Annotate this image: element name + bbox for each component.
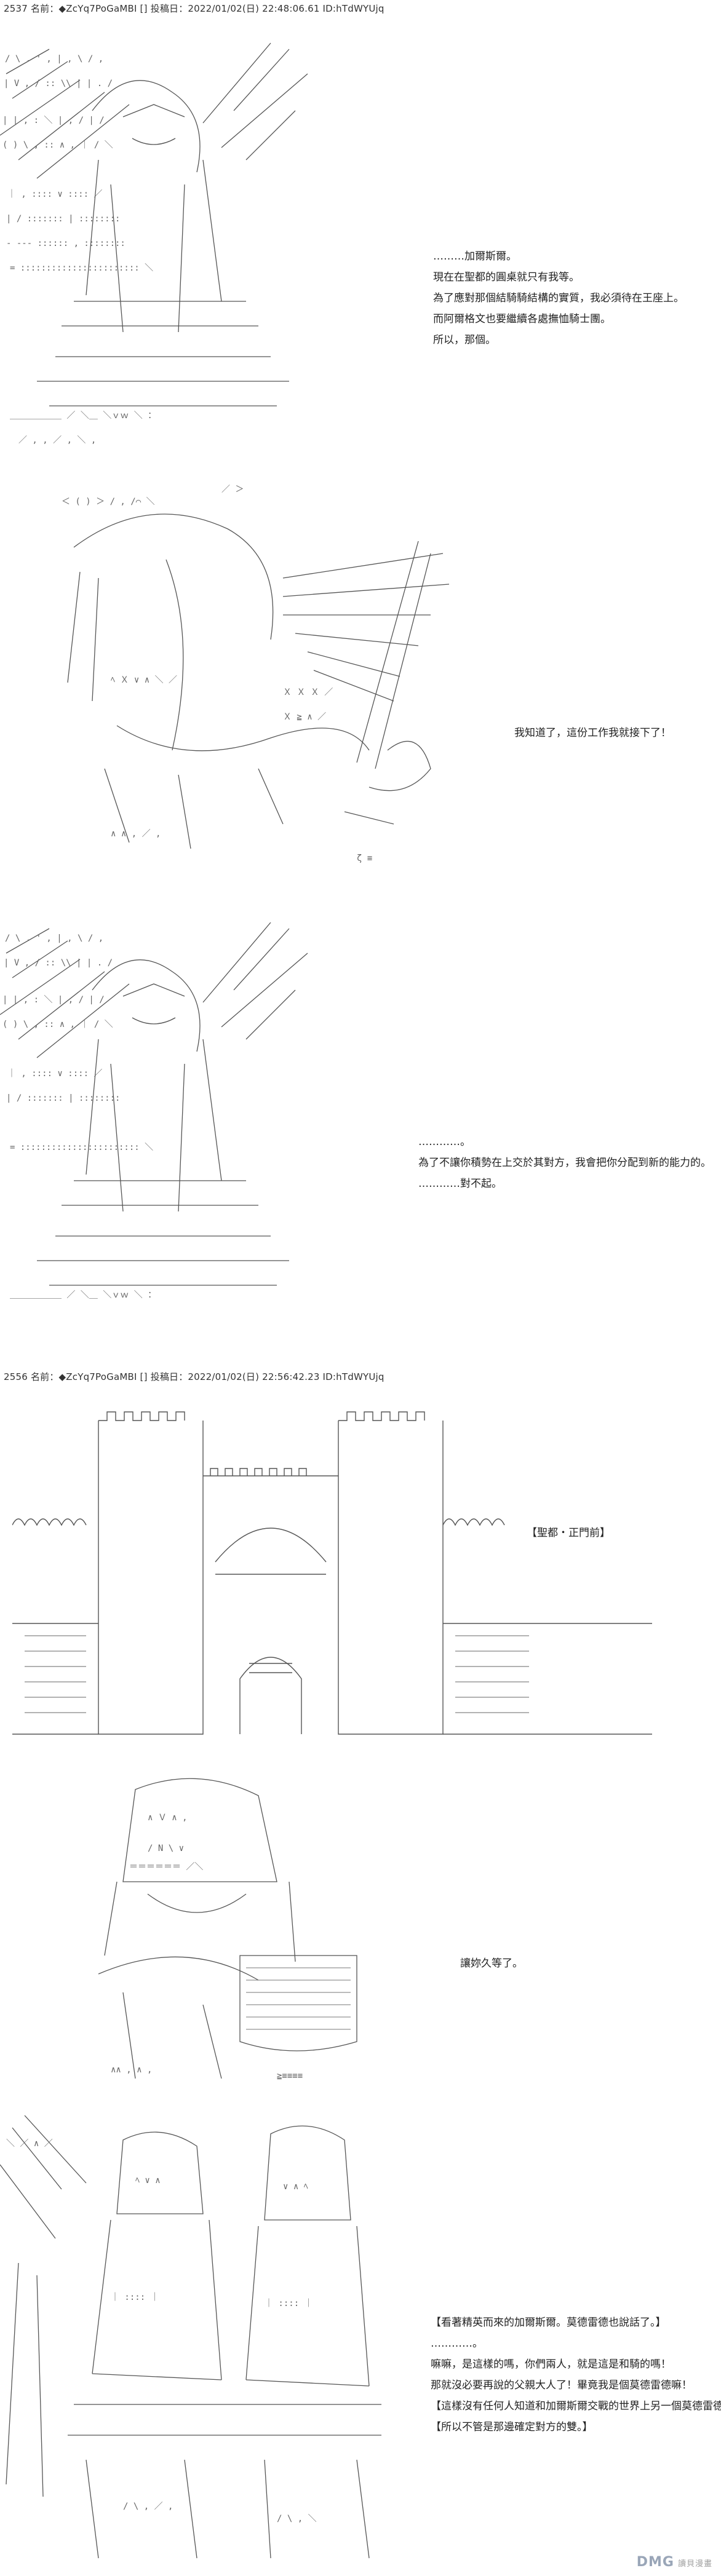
ascii-art-king-figure-2-drawing: / \ . ' , | , \ / , | V , / :: \\ | | . … xyxy=(0,922,308,1300)
post-header: 2556 名前：◆ZcYq7PoGaMBI [] 投稿日：2022/01/02(… xyxy=(4,1371,384,1382)
svg-text:／ , , ／ , ＼ ,: ／ , , ／ , ＼ , xyxy=(18,435,96,445)
dialog-line: 為了不讓你積勢在上交於其對方，我會把你分配到新的能力的。 xyxy=(418,1157,711,1169)
svg-text:/ \ . ' , | , \ / ,: / \ . ' , | , \ / , xyxy=(5,54,103,64)
svg-text:= ::::::::::::::::::::::: ＼: = ::::::::::::::::::::::: ＼ xyxy=(10,1143,153,1152)
ascii-art-two-knights: ＼ ／ ∧ ／ ﾍ ∨ ∧ ∨ ∧ ﾍ ｜ :::: ｜ ｜ :::: ｜ / … xyxy=(0,2115,394,2570)
svg-text:= ::::::::::::::::::::::: ＼: = ::::::::::::::::::::::: ＼ xyxy=(10,263,153,273)
dialog-line: ………加爾斯爾。 xyxy=(433,250,517,263)
post-header: 2537 名前：◆ZcYq7PoGaMBI [] 投稿日：2022/01/02(… xyxy=(4,3,384,14)
dialog-line: 那就沒必要再說的父親大人了！畢竟我是個莫德雷德嘛！ xyxy=(431,2379,692,2392)
svg-text:＜ ( ) ＞ / , /⌒ ＼: ＜ ( ) ＞ / , /⌒ ＼ xyxy=(62,497,155,507)
svg-text:｜ :::: ｜: ｜ :::: ｜ xyxy=(111,2293,159,2302)
svg-text:ﾍ Ｘ ∨ ∧ ＼ ／: ﾍ Ｘ ∨ ∧ ＼ ／ xyxy=(111,675,177,685)
watermark-subtext: 讀貝漫畫 xyxy=(677,2559,712,2569)
dialog-line: …………。 xyxy=(418,1136,471,1148)
svg-text:Ｘ Ｘ Ｘ ／: Ｘ Ｘ Ｘ ／ xyxy=(283,688,333,697)
scene6-dialog: 【看著精英而來的加爾斯爾。莫德雷德也說話了。】 …………。 嘛嘛，是這樣的嗎，你… xyxy=(431,2312,721,2438)
dialog-line: 【看著精英而來的加爾斯爾。莫德雷德也說話了。】 xyxy=(431,2316,666,2329)
svg-text:| / ::::::: | ::::::::: | / ::::::: | :::::::: xyxy=(6,214,120,224)
svg-text:≧≡≡≡≡: ≧≡≡≡≡ xyxy=(277,2071,303,2081)
svg-text:- --- :::::: , ::::::::: - --- :::::: , :::::::: xyxy=(6,239,125,248)
svg-text:＼ ／ ∧ ／: ＼ ／ ∧ ／ xyxy=(6,2139,53,2149)
location-label: 【聖都・正門前】 xyxy=(527,1527,610,1539)
svg-text:| | , : ＼ | , / | /: | | , : ＼ | , / | / xyxy=(2,995,105,1005)
ascii-art-knight-shield-drawing: ∧ Ｖ ∧ , / N \ ∨ ＝＝＝＝＝＝ ／＼ ∧∧ , ∧ , ≧≡≡≡≡ xyxy=(98,1778,357,2081)
dialog-line: 【這樣沒有任何人知道和加爾斯爾交戰的世界上另一個莫德雷德】 xyxy=(431,2400,721,2412)
watermark-logo: DMG xyxy=(636,2554,674,2570)
dialog-line: 所以，那個。 xyxy=(433,334,496,346)
svg-text:｜ :::: ｜: ｜ :::: ｜ xyxy=(265,2299,313,2308)
svg-text:/ \ , ／ ,: / \ , ／ , xyxy=(123,2502,173,2511)
dialog-line: 我知道了，這份工作我就接下了！ xyxy=(514,727,671,739)
dialog-line: …………。 xyxy=(431,2337,483,2350)
dialog-line: 為了應對那個結騎騎結構的實質，我必須待在王座上。 xyxy=(433,292,684,304)
dialog-line: 嘛嘛，是這樣的嗎，你們兩人，就是這是和騎的嗎！ xyxy=(431,2358,671,2371)
scene5-dialog: 讓妳久等了。 xyxy=(460,1953,523,1974)
ascii-art-castle-gate xyxy=(12,1402,664,1746)
svg-text:| | , : ＼ | , / | /: | | , : ＼ | , / | / xyxy=(2,116,105,125)
scene1-dialog: ………加爾斯爾。 現在在聖都的圓桌就只有我等。 為了應對那個結騎騎結構的實質，我… xyxy=(433,246,684,351)
svg-text:( ) \ , :: ∧ , ｜ / ＼: ( ) \ , :: ∧ , ｜ / ＼ xyxy=(2,1020,113,1029)
dialog-line: 而阿爾格文也要繼續各處撫恤騎士團。 xyxy=(433,313,611,325)
svg-text:ζ ≡: ζ ≡ xyxy=(357,854,372,863)
svg-text:＝＝＝＝＝＝ ／＼: ＝＝＝＝＝＝ ／＼ xyxy=(129,1862,203,1872)
svg-text:/ \ , ＼: / \ , ＼ xyxy=(277,2514,317,2524)
dialog-line: 現在在聖都的圓桌就只有我等。 xyxy=(433,271,580,283)
svg-text:＿＿＿＿＿＿ ／ ＼＿ ＼ｖｗ ＼ ：: ＿＿＿＿＿＿ ／ ＼＿ ＼ｖｗ ＼ ： xyxy=(10,411,156,421)
svg-text:∧∧ , ∧ ,: ∧∧ , ∧ , xyxy=(111,2065,152,2075)
svg-text:∨ ∧ ﾍ: ∨ ∧ ﾍ xyxy=(283,2182,308,2192)
svg-text:| / ::::::: | ::::::::: | / ::::::: | :::::::: xyxy=(6,1093,120,1103)
svg-text:/ N \ ∨: / N \ ∨ xyxy=(148,1844,184,1853)
svg-text:＿＿＿＿＿＿ ／ ＼＿ ＼ｖｗ ＼ ：: ＿＿＿＿＿＿ ／ ＼＿ ＼ｖｗ ＼ ： xyxy=(10,1290,156,1300)
scene3-dialog: …………。 為了不讓你積勢在上交於其對方，我會把你分配到新的能力的。 …………對… xyxy=(418,1131,711,1194)
ascii-art-king-figure-2: / \ . ' , | , \ / , | V , / :: \\ | | . … xyxy=(0,922,320,1341)
ascii-art-knight-bowing: ＜ ( ) ＞ / , /⌒ ＼ ／ ＞ ﾍ Ｘ ∨ ∧ ＼ ／ Ｘ Ｘ Ｘ ／… xyxy=(25,480,468,873)
dialog-line: 【所以不管是那邊確定對方的雙。】 xyxy=(431,2421,593,2433)
svg-text:Ｘ ≧ ∧ ／: Ｘ ≧ ∧ ／ xyxy=(283,712,326,722)
svg-text:｜ , :::: ∨ :::: ／: ｜ , :::: ∨ :::: ／ xyxy=(7,1069,102,1079)
ascii-art-knight-shield: ∧ Ｖ ∧ , / N \ ∨ ＝＝＝＝＝＝ ／＼ ∧∧ , ∧ , ≧≡≡≡≡ xyxy=(74,1771,394,2091)
ascii-art-castle-gate-drawing xyxy=(12,1411,652,1735)
scene2-dialog: 我知道了，這份工作我就接下了！ xyxy=(514,723,671,743)
svg-text:∧ Ｖ ∧ ,: ∧ Ｖ ∧ , xyxy=(148,1813,188,1823)
svg-text:ﾍ ∨ ∧: ﾍ ∨ ∧ xyxy=(135,2176,161,2186)
svg-text:／ ＞: ／ ＞ xyxy=(221,485,244,494)
svg-text:/ \ . ' , | , \ / ,: / \ . ' , | , \ / , xyxy=(5,933,103,943)
svg-text:( ) \ , :: ∧ , ｜ / ＼: ( ) \ , :: ∧ , ｜ / ＼ xyxy=(2,140,113,150)
svg-text:| V , / :: \\ | | . /: | V , / :: \\ | | . / xyxy=(4,79,113,89)
svg-text:｜ , :::: ∨ :::: ／: ｜ , :::: ∨ :::: ／ xyxy=(7,189,102,199)
svg-text:| V , / :: \\ | | . /: | V , / :: \\ | | . / xyxy=(4,958,113,968)
svg-text:∧ ∧ , ／ ,: ∧ ∧ , ／ , xyxy=(111,829,161,839)
ascii-art-king-figure: / \ . ' , | , \ / , | V , / :: \\ | | . … xyxy=(0,37,320,467)
ascii-art-knight-bowing-drawing: ＜ ( ) ＞ / , /⌒ ＼ ／ ＞ ﾍ Ｘ ∨ ∧ ＼ ／ Ｘ Ｘ Ｘ ／… xyxy=(62,485,450,863)
ascii-art-two-knights-drawing: ＼ ／ ∧ ／ ﾍ ∨ ∧ ∨ ∧ ﾍ ｜ :::: ｜ ｜ :::: ｜ / … xyxy=(0,2115,381,2559)
ascii-art-king-figure-drawing: / \ . ' , | , \ / , | V , / :: \\ | | . … xyxy=(0,42,308,445)
dialog-line: 讓妳久等了。 xyxy=(460,1957,523,1970)
dialog-line: …………對不起。 xyxy=(418,1178,502,1190)
